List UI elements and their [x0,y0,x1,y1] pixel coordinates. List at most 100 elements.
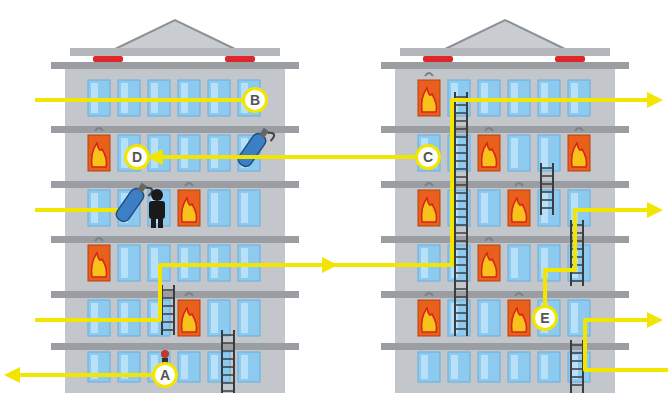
window [418,352,440,382]
hose-nozzle [95,238,103,241]
marker-letter: D [132,150,142,164]
window [118,245,140,281]
letter-marker: E [532,305,558,331]
roof-pediment [113,20,237,50]
route-line [330,100,655,265]
window-glare [481,193,488,223]
hose-nozzle [425,293,433,296]
roof-cornice [400,48,610,56]
window-glare [241,303,248,333]
window-glare [211,303,218,333]
burning-window [88,135,110,171]
building [51,20,299,393]
burning-window [178,190,200,226]
window-glare [481,355,488,379]
window-glare [181,138,188,168]
window [208,190,230,226]
window-glare [451,355,458,379]
roof-light [93,56,123,62]
extinguishers [114,125,275,366]
firefighter-figure [149,189,165,228]
route-line [585,320,668,370]
ladders [162,92,583,393]
window-glare [571,303,578,333]
roof-cornice [70,48,280,56]
floor-ledge [381,343,629,350]
floor-ledge [381,126,629,133]
route-line [12,373,165,377]
flame [182,308,197,332]
flame [512,198,527,222]
window [478,190,500,226]
window [508,245,530,281]
window [178,352,200,382]
window [148,135,170,171]
marker-letter: B [250,93,260,107]
window [208,300,230,336]
burning-window [418,80,440,116]
window [118,352,140,382]
window [508,352,530,382]
window-glare [241,193,248,223]
window [538,245,560,281]
floor-ledge [381,291,629,298]
window [238,300,260,336]
route-line [35,98,255,102]
marker-letter: A [160,368,170,382]
route-line [545,210,655,318]
hose-nozzle [485,238,493,241]
flame [422,308,437,332]
burning-window [568,135,590,171]
ladder [162,285,174,335]
letter-marker: B [242,87,268,113]
hose-nozzle [515,293,523,296]
window-glare [211,138,218,168]
window [238,190,260,226]
extinguisher-icon [236,125,275,171]
hose-nozzle [185,183,193,186]
ladder [571,340,583,393]
window [448,352,470,382]
route-line [35,265,330,320]
letter-marker: D [124,144,150,170]
flame [482,143,497,167]
route-arrow [150,155,415,159]
window-glare [241,355,248,379]
window-glare [511,248,518,278]
marker-letter: E [540,311,549,325]
window-glare [481,303,488,333]
window-glare [121,248,128,278]
buildings [51,20,629,393]
window [508,135,530,171]
floor-ledge [51,62,299,69]
window-glare [151,138,158,168]
roof-light [423,56,453,62]
window [208,135,230,171]
window-glare [541,138,548,168]
burning-window [88,245,110,281]
letter-marker: A [152,362,178,388]
hose-nozzle [425,73,433,76]
window [238,352,260,382]
building [381,20,629,393]
flame [482,253,497,277]
extinguisher-icon [114,180,153,226]
burning-window [418,190,440,226]
window [478,352,500,382]
floor-ledge [381,236,629,243]
window-glare [151,248,158,278]
hose-nozzle [485,128,493,131]
flame [92,143,107,167]
ladder [222,330,234,393]
window-glare [211,193,218,223]
flame [422,198,437,222]
ladder [455,92,467,336]
window-glare [421,355,428,379]
window [88,352,110,382]
floor-ledge [381,62,629,69]
flame [422,88,437,112]
floor-ledge [381,181,629,188]
